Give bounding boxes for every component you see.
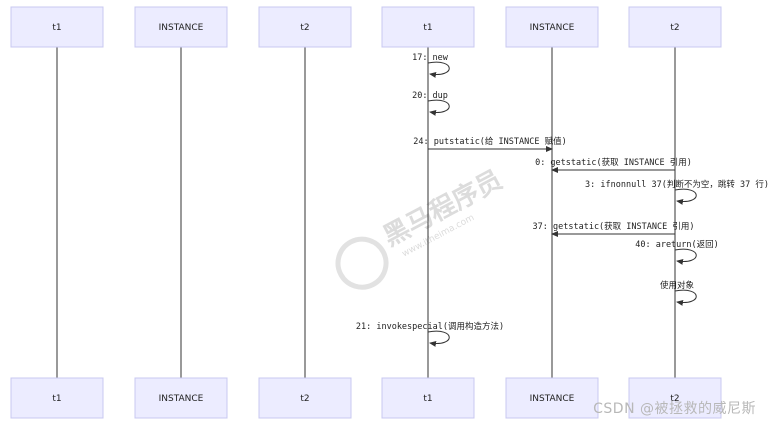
message-label-2: 24: putstatic(给 INSTANCE 赋值) <box>413 136 566 147</box>
message-self-arrow-7 <box>674 289 697 306</box>
actor-rect-bottom-2 <box>258 377 352 419</box>
actor-rect-top-1 <box>134 6 228 48</box>
actor-rect-bottom-0 <box>10 377 104 419</box>
actor-box-bottom-5: t2 <box>628 377 722 419</box>
message-1: 20: dup <box>412 91 450 116</box>
actor-rect-bottom-4 <box>505 377 599 419</box>
actor-box-top-4: INSTANCE <box>505 6 599 48</box>
message-self-arrow-0 <box>427 61 450 78</box>
actor-box-bottom-4: INSTANCE <box>505 377 599 419</box>
actor-rect-top-3 <box>381 6 475 48</box>
actor-rect-top-5 <box>628 6 722 48</box>
message-label-8: 21: invokespecial(调用构造方法) <box>356 321 504 332</box>
actor-rect-top-4 <box>505 6 599 48</box>
actor-box-bottom-2: t2 <box>258 377 352 419</box>
brand-watermark: 黑马程序员 www.itheima.com <box>335 164 507 290</box>
actor-box-top-1: INSTANCE <box>134 6 228 48</box>
actor-label-bottom-5: t2 <box>670 394 679 404</box>
message-self-arrow-1 <box>427 99 450 116</box>
actor-box-bottom-3: t1 <box>381 377 475 419</box>
actor-label-bottom-2: t2 <box>300 394 309 404</box>
message-self-arrow-8 <box>427 330 450 347</box>
message-label-4: 3: ifnonnull 37(判断不为空，跳转 37 行) <box>585 179 769 190</box>
message-self-arrow-4 <box>674 188 697 205</box>
message-5: 37: getstatic(获取 INSTANCE 引用) <box>533 221 695 237</box>
message-label-7: 使用对象 <box>660 280 695 291</box>
actor-row-top: t1 INSTANCE t2 t1 INSTANCE t2 <box>10 6 722 48</box>
message-2: 24: putstatic(给 INSTANCE 赋值) <box>413 136 567 152</box>
actor-label-top-2: t2 <box>300 23 309 33</box>
message-7: 使用对象 <box>660 280 697 306</box>
actor-rect-bottom-3 <box>381 377 475 419</box>
actor-rect-bottom-1 <box>134 377 228 419</box>
actor-label-top-3: t1 <box>423 23 432 33</box>
actor-label-top-0: t1 <box>52 23 61 33</box>
message-label-1: 20: dup <box>412 91 448 101</box>
actor-box-top-0: t1 <box>10 6 104 48</box>
lifelines <box>56 47 676 378</box>
actor-label-top-1: INSTANCE <box>159 23 204 33</box>
message-0: 17: new <box>412 53 450 78</box>
actor-box-top-5: t2 <box>628 6 722 48</box>
actor-box-top-3: t1 <box>381 6 475 48</box>
actor-label-bottom-3: t1 <box>423 394 432 404</box>
actor-rect-top-0 <box>10 6 104 48</box>
message-label-6: 40: areturn(返回) <box>635 239 719 250</box>
actor-row-bottom: t1 INSTANCE t2 t1 INSTANCE t2 <box>10 377 722 419</box>
actor-label-top-5: t2 <box>670 23 679 33</box>
message-label-3: 0: getstatic(获取 INSTANCE 引用) <box>535 157 692 168</box>
actor-label-bottom-0: t1 <box>52 394 61 404</box>
message-list: 17: new 20: dup 24: putstatic(给 INSTANCE 赋… <box>356 53 769 347</box>
message-label-5: 37: getstatic(获取 INSTANCE 引用) <box>533 221 695 232</box>
actor-label-bottom-1: INSTANCE <box>159 394 204 404</box>
message-self-arrow-6 <box>674 248 697 265</box>
actor-label-bottom-4: INSTANCE <box>530 394 575 404</box>
message-6: 40: areturn(返回) <box>635 239 719 265</box>
actor-box-bottom-1: INSTANCE <box>134 377 228 419</box>
actor-rect-bottom-5 <box>628 377 722 419</box>
actor-label-top-4: INSTANCE <box>530 23 575 33</box>
actor-rect-top-2 <box>258 6 352 48</box>
actor-box-top-2: t2 <box>258 6 352 48</box>
message-8: 21: invokespecial(调用构造方法) <box>356 321 504 347</box>
message-4: 3: ifnonnull 37(判断不为空，跳转 37 行) <box>585 179 769 205</box>
message-3: 0: getstatic(获取 INSTANCE 引用) <box>535 157 692 173</box>
message-label-0: 17: new <box>412 53 449 63</box>
csdn-watermark: CSDN @被拯救的威尼斯 <box>593 401 756 417</box>
actor-box-bottom-0: t1 <box>10 377 104 419</box>
